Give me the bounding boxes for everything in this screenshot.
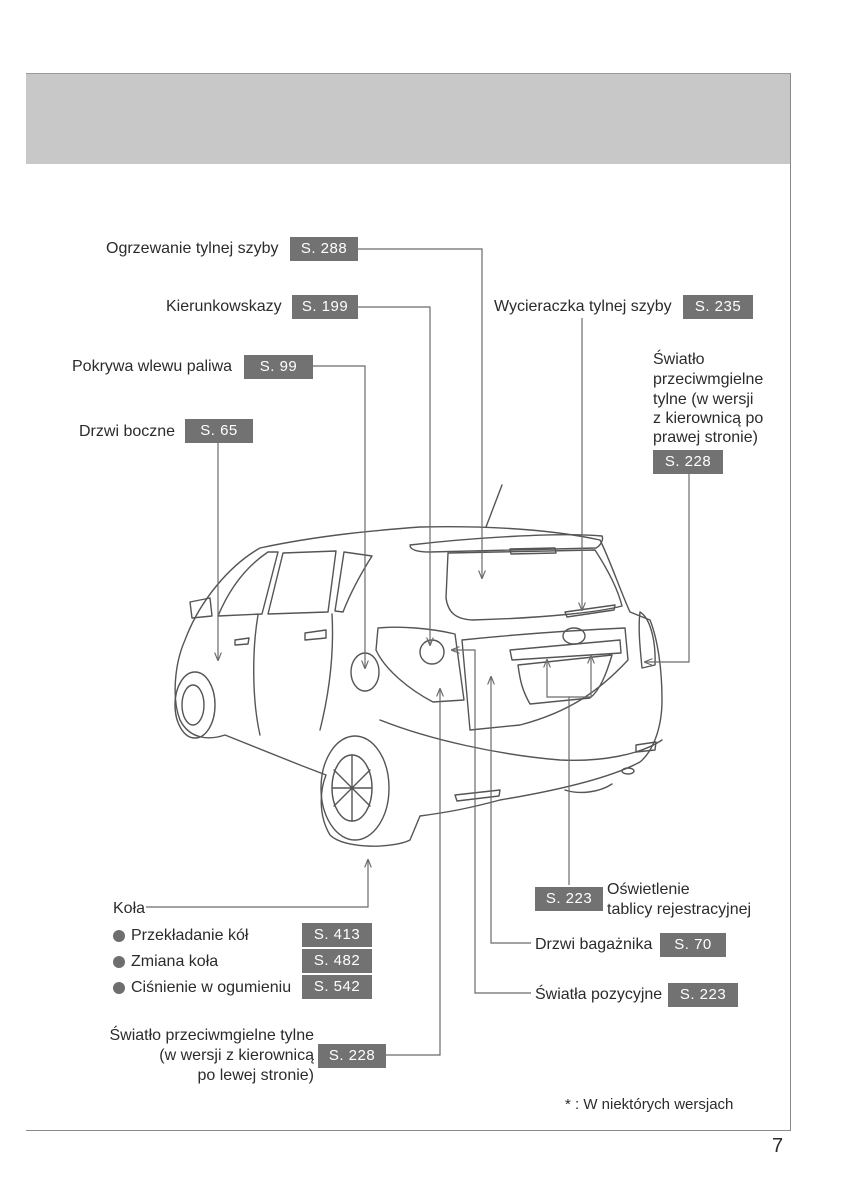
frame-right-border xyxy=(790,73,791,1131)
license-light-page-ref[interactable]: S. 223 xyxy=(535,887,603,911)
wheels-title: Koła xyxy=(113,900,146,917)
leader-rear-fog-lhd xyxy=(375,689,440,1056)
rear-fog-lhd-line2: (w wersji z kierownicą xyxy=(159,1047,314,1064)
license-light-line1: Oświetlenie xyxy=(607,881,690,898)
tailgate-label: Drzwi bagażnika xyxy=(535,936,653,953)
page-number: 7 xyxy=(772,1135,784,1157)
fuel-door-label: Pokrywa wlewu paliwa xyxy=(72,358,233,375)
license-light-line2: tablicy rejestracyjnej xyxy=(607,901,752,918)
bullet-icon xyxy=(113,956,125,968)
leader-rear-window-heater xyxy=(358,248,482,578)
frame-bottom-border xyxy=(26,1130,791,1131)
fuel-door-page-ref[interactable]: S. 99 xyxy=(244,355,313,379)
rear-fog-rhd-line3: tylne (w wersji xyxy=(653,391,754,408)
wheel-rotation-label: Przekładanie kół xyxy=(131,927,249,944)
leader-license-light-a xyxy=(547,660,570,885)
rear-fog-rhd-line4: z kierownicą po xyxy=(653,410,764,427)
bullet-icon xyxy=(113,982,125,994)
rear-fog-lhd-line1: Światło przeciwmgielne tylne xyxy=(109,1027,314,1044)
rear-fog-rhd-page-ref[interactable]: S. 228 xyxy=(653,450,723,474)
wheel-rotation-page-ref[interactable]: S. 413 xyxy=(302,923,372,947)
leader-tailgate xyxy=(491,677,531,944)
rear-fog-rhd-line2: przeciwmgielne xyxy=(653,371,764,388)
wheel-change-label: Zmiana koła xyxy=(131,953,219,970)
tire-pressure-page-ref[interactable]: S. 542 xyxy=(302,975,372,999)
side-doors-page-ref[interactable]: S. 65 xyxy=(185,419,253,443)
wheel-change-page-ref[interactable]: S. 482 xyxy=(302,949,372,973)
header-band xyxy=(26,73,791,164)
rear-wiper-page-ref[interactable]: S. 235 xyxy=(683,295,753,319)
bullet-icon xyxy=(113,930,125,942)
tire-pressure-label: Ciśnienie w ogumieniu xyxy=(131,979,292,996)
rear-window-heater-label: Ogrzewanie tylnej szyby xyxy=(106,240,279,257)
turn-signals-label: Kierunkowskazy xyxy=(166,298,282,315)
leader-turn-signals xyxy=(358,306,430,645)
car-drawing xyxy=(174,484,663,847)
side-doors-label: Drzwi boczne xyxy=(79,423,176,440)
footnote: * : W niektórych wersjach xyxy=(565,1096,734,1113)
leader-license-light-b xyxy=(569,656,591,698)
rear-fog-rhd-line5: prawej stronie) xyxy=(653,429,758,446)
position-lights-page-ref[interactable]: S. 223 xyxy=(668,983,738,1007)
position-lights-label: Światła pozycyjne xyxy=(535,986,663,1003)
rear-wiper-label: Wycieraczka tylnej szyby xyxy=(494,298,672,315)
rear-window-heater-page-ref[interactable]: S. 288 xyxy=(290,237,358,261)
leader-wheels xyxy=(146,860,368,908)
leader-fuel-door xyxy=(313,365,365,668)
tailgate-page-ref[interactable]: S. 70 xyxy=(660,933,726,957)
leader-position-lights xyxy=(452,650,531,994)
leader-lines xyxy=(146,248,690,1056)
rear-fog-rhd-line1: Światło xyxy=(653,351,705,368)
rear-fog-lhd-page-ref[interactable]: S. 228 xyxy=(318,1044,386,1068)
leader-rear-fog-rhd xyxy=(645,472,690,662)
turn-signals-page-ref[interactable]: S. 199 xyxy=(292,295,358,319)
rear-fog-lhd-line3: po lewej stronie) xyxy=(197,1067,315,1084)
